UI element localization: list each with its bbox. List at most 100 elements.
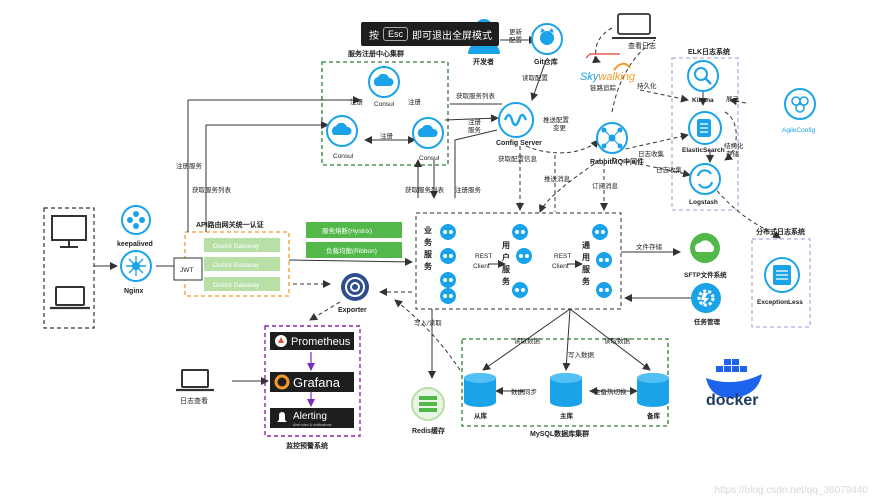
mysql-sync: 数据同步 xyxy=(511,387,538,396)
mysql-slave-label: 从库 xyxy=(474,411,488,420)
laptop-left-icon xyxy=(50,286,90,310)
exporter-icon xyxy=(341,273,369,301)
docker-logo xyxy=(706,359,762,398)
hystrix-label: 服务熔断(Hystrix) xyxy=(322,226,372,235)
config-server-icon xyxy=(498,102,534,138)
kibana-icon xyxy=(687,60,719,92)
esc-suffix: 即可退出全屏模式 xyxy=(412,30,493,42)
alerting-logo xyxy=(270,408,354,428)
rabbitmq-log-collect-2: 日志收集 xyxy=(656,165,683,174)
update-config-label-1: 更新 xyxy=(509,27,523,36)
consul-right-label: Consul xyxy=(419,155,440,162)
task-label: 任务管理 xyxy=(693,317,721,326)
connectors xyxy=(94,36,714,395)
rabbitmq-push-msg: 推送消息 xyxy=(544,174,571,183)
docker-label: docker xyxy=(706,392,758,409)
user-label-1: 用 xyxy=(501,241,510,250)
services-box xyxy=(415,212,622,310)
ocelot-label-3: Ocelot Gateway xyxy=(213,282,260,289)
consul-get-list-1: 获取服务列表 xyxy=(456,91,496,100)
monitor-title: 监控预警系统 xyxy=(286,441,328,450)
rabbitmq-label: RabbitMQ中间件 xyxy=(590,157,644,166)
ocelot-gateway-2 xyxy=(204,257,280,271)
monitor-laptop-top-icon xyxy=(612,13,656,39)
skywalking-logo-icon xyxy=(613,62,631,71)
sftp-icon xyxy=(690,233,720,263)
biz-label-1: 业 xyxy=(424,225,432,235)
keepalived-icon xyxy=(121,205,151,235)
rest-client-2a: REST xyxy=(554,253,571,260)
user-label-4: 务 xyxy=(502,276,511,286)
consul-node-right xyxy=(412,117,444,149)
exceptionless-icon xyxy=(764,257,800,293)
kibana-label: Kibana xyxy=(692,97,714,104)
elk-display: 展示 xyxy=(726,95,740,103)
alerting-sub-label: Alert rules & notifications xyxy=(293,423,332,427)
consul-left-label: Consul xyxy=(333,153,354,160)
exceptionless-label: ExceptionLess xyxy=(757,299,803,306)
mysql-backup-icon xyxy=(637,373,669,407)
monitor-box xyxy=(264,325,361,437)
dashed-connectors xyxy=(293,27,781,371)
consul-reg-2: 注册 xyxy=(408,97,422,106)
mysql-read-2: 读取数据 xyxy=(604,336,631,345)
mysql-slave-icon xyxy=(464,373,496,407)
common-label-2: 用 xyxy=(581,253,590,262)
fullscreen-esc-hint[interactable]: 按 Esc 即可退出全屏模式 xyxy=(361,22,499,46)
log-view-label: 日志查看 xyxy=(180,396,208,405)
common-label-3: 服 xyxy=(582,265,591,274)
skywalking-label: Skywalking xyxy=(580,71,636,83)
desktop-monitor-icon xyxy=(51,215,87,248)
exporter-label: Exporter xyxy=(338,307,367,314)
prometheus-logo xyxy=(270,332,354,350)
developer-label: 开发者 xyxy=(473,57,494,66)
rabbitmq-sub-msg: 订阅消息 xyxy=(592,181,619,190)
sftp-label: SFTP文件系统 xyxy=(684,270,727,279)
skywalking-sub-label: 链路追踪 xyxy=(590,83,617,92)
consul-reg-1: 注册 xyxy=(350,97,364,106)
es-label: ElasticSearch xyxy=(682,147,725,154)
consul-node-left xyxy=(326,115,358,147)
ocelot-label-1: Ocelot Gateway xyxy=(213,243,260,250)
keepalived-label: keepalived xyxy=(117,241,153,248)
update-config-label-2: 配置 xyxy=(509,36,523,44)
elk-struct-2: 存储 xyxy=(726,149,740,158)
rabbitmq-icon xyxy=(596,122,628,154)
alerting-label: Alerting xyxy=(293,411,327,422)
common-label-1: 通 xyxy=(582,240,590,250)
elk-title: ELK日志系统 xyxy=(688,47,730,56)
redis-label: Redis缓存 xyxy=(412,426,445,435)
esc-key: Esc xyxy=(383,27,409,41)
elk-persist: 持久化 xyxy=(637,81,657,90)
config-get-info: 获取配置信息 xyxy=(498,154,538,163)
read-config-label: 读取配置 xyxy=(522,73,549,82)
git-label: Git仓库 xyxy=(534,57,558,66)
elk-box xyxy=(671,57,739,211)
redis-rw-label: 写入/读取 xyxy=(414,318,442,327)
jwt-box xyxy=(173,257,203,281)
service-node-glyphs xyxy=(443,230,609,298)
ribbon-box xyxy=(306,242,402,258)
rest-client-1b: Client xyxy=(473,263,490,270)
config-push-1: 推送配置 xyxy=(543,115,570,124)
consul-reg-service-3-1: 注册 xyxy=(468,117,482,126)
consul-reg-service-2: 注册服务 xyxy=(455,185,482,194)
common-label-4: 务 xyxy=(582,276,591,286)
consul-node-top xyxy=(368,66,400,98)
biz-label-3: 服 xyxy=(424,250,433,259)
mysql-hot: 主备热切换 xyxy=(594,387,627,396)
ribbon-label: 负载均衡(Ribbon) xyxy=(326,246,377,255)
biz-label-4: 务 xyxy=(424,261,433,271)
config-server-label: Config Server xyxy=(496,140,542,147)
jwt-label: JWT xyxy=(180,267,193,274)
nginx-icon xyxy=(120,250,152,282)
config-push-2: 变更 xyxy=(553,123,567,132)
consul-reg-3: 注册 xyxy=(380,131,394,140)
esc-prefix: 按 xyxy=(369,30,379,42)
user-label-3: 服 xyxy=(502,265,511,274)
mysql-read-1: 读取数据 xyxy=(514,336,541,345)
mysql-cluster-box xyxy=(461,338,669,427)
agileconfig-label: AgileConfig xyxy=(782,127,816,134)
git-repo-icon xyxy=(531,23,563,55)
